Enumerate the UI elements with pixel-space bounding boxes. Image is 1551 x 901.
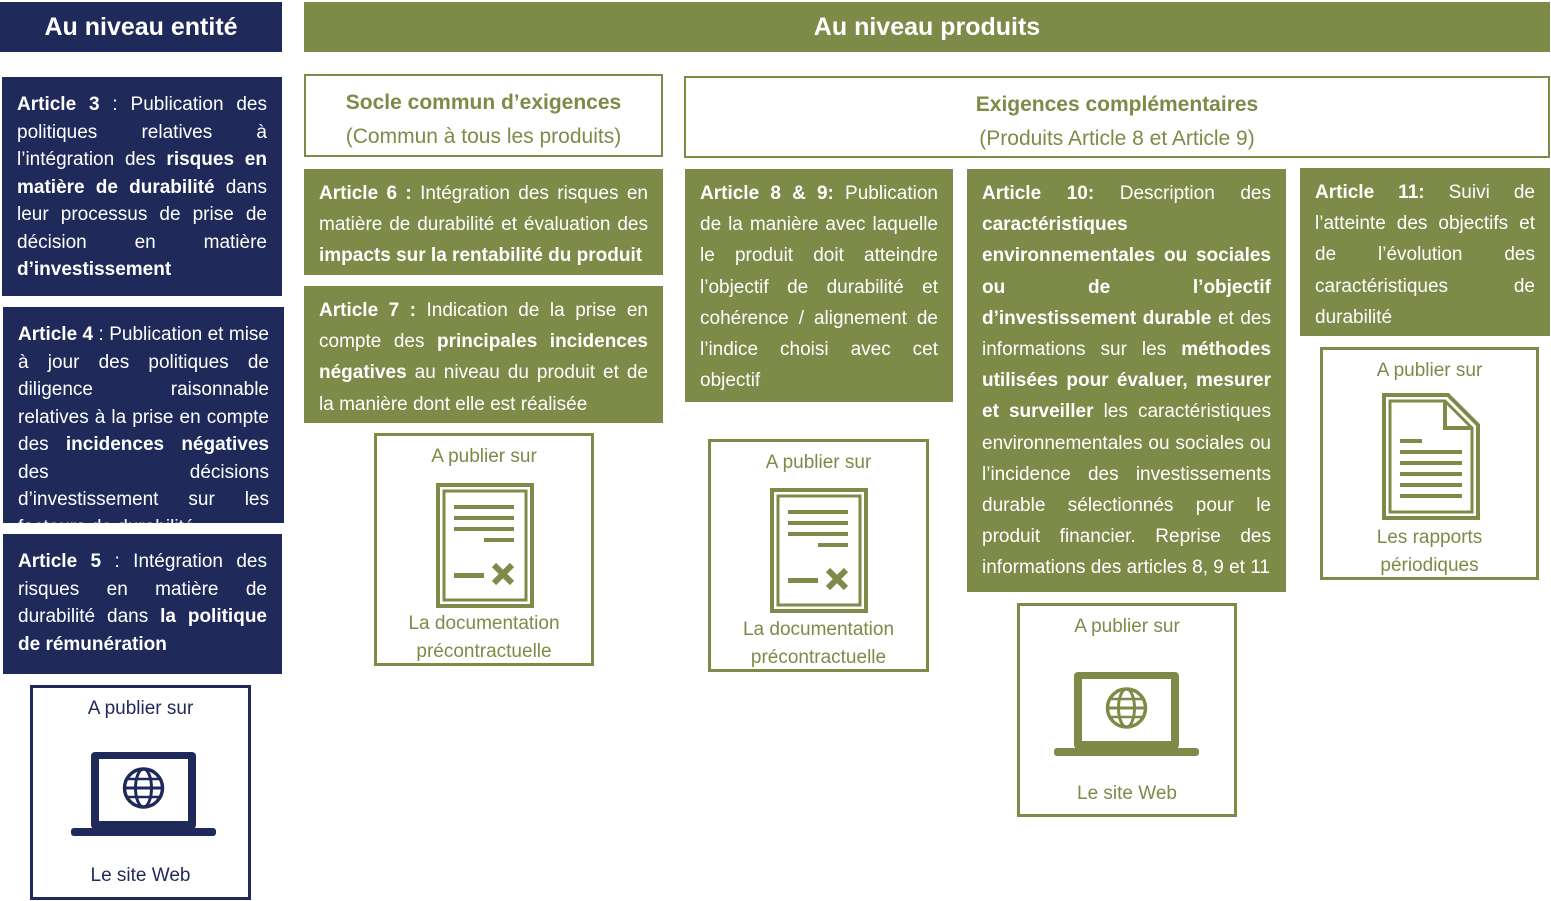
- publish-target: La documentation précontractuelle: [377, 610, 591, 666]
- article-text-bold: Article 6 :: [319, 183, 412, 204]
- article-text-bold: Article 8 & 9:: [700, 183, 834, 204]
- publish-target-line: périodiques: [1380, 555, 1479, 576]
- article-text-bold: incidences négatives: [65, 434, 269, 455]
- entity-publish-website-box: A publier sur Le site Web: [30, 685, 251, 900]
- article-text-bold: Article 7 :: [319, 300, 416, 321]
- article-10-publish-website-box: A publier sur Le site Web: [1017, 603, 1237, 817]
- article-text: dans leur processus de prise de décision…: [17, 176, 267, 253]
- publish-target: La documentation précontractuelle: [711, 616, 926, 672]
- article-11-publish-periodic-box: A publier sur Les rapports périodiques: [1320, 347, 1539, 580]
- article-10-card: Article 10: Description des caractéristi…: [967, 169, 1286, 592]
- publish-target-line: précontractuelle: [416, 641, 552, 662]
- article-4-card: Article 4 : Publication et mise à jour d…: [3, 307, 284, 538]
- common-requirements-header: Socle commun d’exigences (Commun à tous …: [304, 74, 663, 157]
- article-7-card: Article 7 : Indication de la prise en co…: [304, 286, 663, 423]
- contract-document-icon: [436, 483, 534, 608]
- article-8-9-publish-precontract-box: A publier sur La documentation précontra…: [708, 439, 929, 672]
- common-publish-precontract-box: A publier sur La documentation précontra…: [374, 433, 594, 666]
- publish-target-line: précontractuelle: [750, 647, 887, 668]
- article-text: Description des: [1094, 183, 1271, 204]
- article-text: Suivi de l’atteinte des objectifs et de …: [1315, 182, 1535, 328]
- complementary-requirements-header: Exigences complémentaires (Produits Arti…: [684, 76, 1550, 158]
- article-text-bold: Article 5: [18, 551, 102, 572]
- article-text: : Publication et mise à jour des politiq…: [18, 324, 269, 455]
- common-requirements-subtitle: (Commun à tous les produits): [345, 125, 622, 148]
- publish-target-line: La documentation: [408, 613, 560, 634]
- article-text: et des informations sur les: [982, 307, 1271, 361]
- publish-target: Le site Web: [1077, 783, 1177, 804]
- complementary-requirements-title: Exigences complémentaires: [975, 93, 1259, 116]
- entity-level-header: Au niveau entité: [0, 2, 282, 52]
- laptop-globe-icon: [71, 752, 216, 836]
- publish-target: Les rapports périodiques: [1323, 524, 1536, 580]
- product-level-title: Au niveau produits: [813, 12, 1041, 41]
- article-text: : Publication des politiques relatives à…: [17, 94, 267, 170]
- entity-level-title: Au niveau entité: [44, 12, 238, 41]
- article-text-bold: risques en matière de durabilité: [17, 149, 267, 198]
- product-level-header: Au niveau produits: [304, 2, 1550, 52]
- complementary-requirements-subtitle: (Produits Article 8 et Article 9): [979, 127, 1255, 150]
- publish-target-line: Les rapports: [1376, 527, 1483, 548]
- contract-document-icon: [770, 488, 868, 613]
- article-text: les caractéristiques environnementales o…: [982, 401, 1272, 579]
- article-text-bold: Article 3: [17, 94, 100, 115]
- article-11-card: Article 11: Suivi de l’atteinte des obje…: [1300, 168, 1550, 336]
- publish-label: A publier sur: [431, 446, 537, 467]
- article-text: au niveau du produit et de la manière do…: [319, 362, 648, 415]
- publish-label: A publier sur: [1376, 360, 1483, 381]
- article-text-bold: Article 10:: [982, 183, 1095, 204]
- publish-label: A publier sur: [1074, 616, 1180, 637]
- article-3-card: Article 3 : Publication des politiques r…: [2, 77, 282, 296]
- article-6-card: Article 6 : Intégration des risques en m…: [304, 169, 663, 275]
- common-requirements-title: Socle commun d’exigences: [345, 91, 622, 114]
- article-text-bold: la politique de rémunération: [18, 606, 267, 655]
- article-text: Publication de la manière avec laquelle …: [700, 183, 938, 392]
- publish-target: Le site Web: [90, 865, 191, 886]
- article-text: des décisions d’investissement sur les f…: [18, 461, 269, 538]
- article-text: Indication de la prise en compte des: [319, 300, 648, 353]
- article-text-bold: Article 11:: [1315, 182, 1425, 203]
- article-5-card: Article 5 : Intégration des risques en m…: [3, 534, 282, 674]
- article-text-bold: d’investissement: [17, 259, 172, 280]
- laptop-globe-icon: [1054, 672, 1199, 756]
- article-text: : Intégration des risques en matière de …: [18, 551, 267, 627]
- publish-label: A publier sur: [87, 698, 194, 719]
- publish-target-line: La documentation: [742, 619, 895, 640]
- publish-label: A publier sur: [765, 452, 872, 473]
- article-text-bold: principales incidences négatives: [319, 331, 649, 384]
- article-8-9-card: Article 8 & 9: Publication de la manière…: [685, 169, 953, 402]
- article-text: Intégration des risques en matière de du…: [319, 183, 648, 236]
- report-document-icon: [1382, 393, 1480, 520]
- article-text-bold: impacts sur la rentabilité du produit: [319, 245, 643, 267]
- article-text-bold: caractéristiques environnementales ou so…: [982, 214, 1271, 329]
- article-text-bold: méthodes utilisées pour évaluer, mesurer…: [982, 339, 1271, 423]
- article-text-bold: Article 4: [18, 324, 94, 345]
